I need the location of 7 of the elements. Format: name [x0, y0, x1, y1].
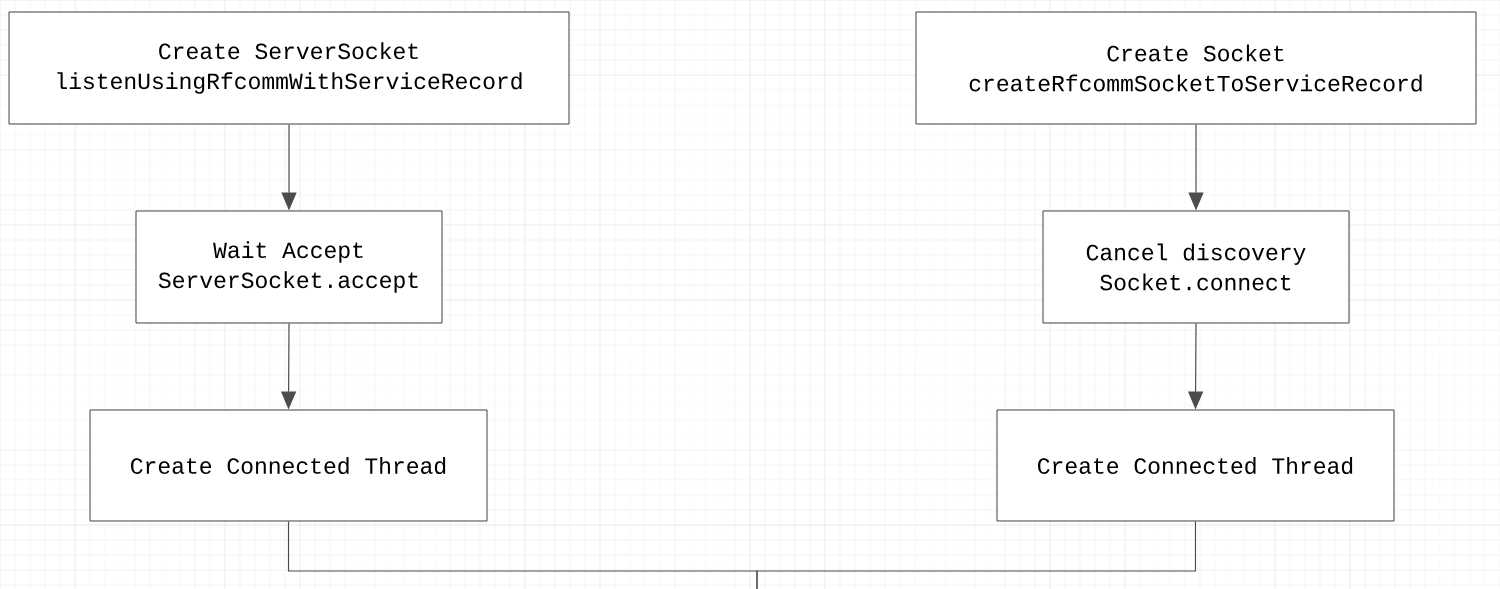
- process-box: Create ServerSocket listenUsingRfcommWithServiceRecord: [8, 11, 570, 125]
- process-box: Create Connected Thread: [89, 409, 488, 522]
- process-box: Cancel discovery Socket.connect: [1042, 210, 1350, 324]
- process-box: Wait Accept ServerSocket.accept: [135, 210, 443, 324]
- process-box: Create Socket createRfcommSocketToServiceRecord: [915, 11, 1477, 125]
- connector-line: [756, 520, 1197, 589]
- process-box: Create Connected Thread: [996, 409, 1395, 522]
